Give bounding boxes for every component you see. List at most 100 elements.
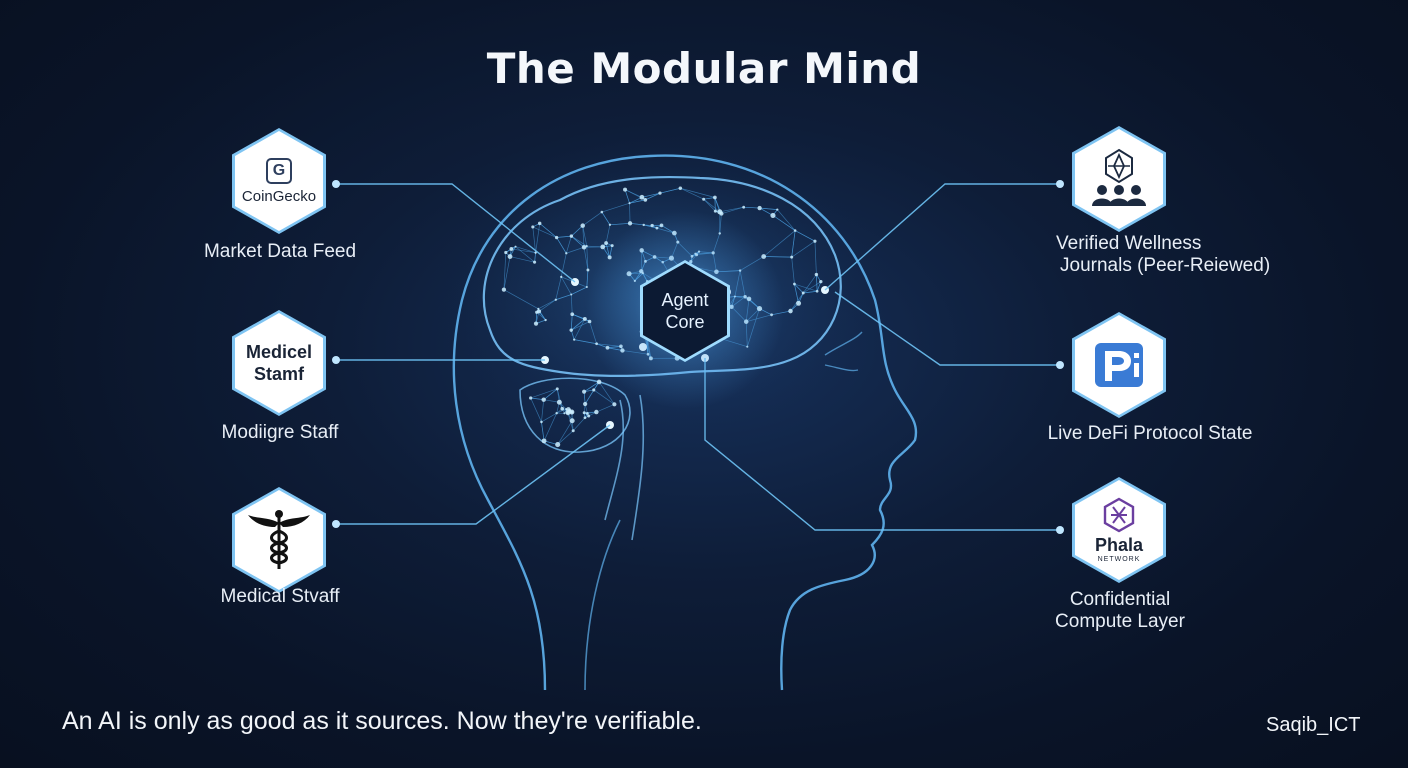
phala-label-line1: Confidential — [1020, 589, 1220, 611]
network-node — [628, 202, 630, 204]
network-node — [802, 292, 805, 295]
agent-core-line2: Core — [665, 311, 704, 333]
modiigre-staff-label: Modiigre Staff — [190, 422, 370, 444]
network-node — [542, 438, 547, 443]
dot-wellness — [1056, 180, 1064, 188]
network-node — [556, 387, 559, 390]
network-node — [560, 407, 564, 411]
network-node — [555, 412, 557, 414]
network-node — [571, 411, 574, 414]
network-edge — [558, 431, 574, 445]
market-data-feed-label: Market Data Feed — [180, 241, 380, 263]
network-node — [819, 280, 822, 283]
network-node — [569, 328, 572, 331]
network-node — [555, 442, 560, 447]
network-node — [757, 206, 761, 210]
network-node — [813, 240, 816, 243]
network-node — [557, 400, 562, 405]
phala-logo-sub: NETWORK — [1098, 556, 1141, 563]
coingecko-logo-icon: G — [266, 158, 292, 184]
defi-protocol-logo-icon — [1091, 337, 1147, 393]
network-node — [702, 198, 705, 201]
network-node — [540, 421, 543, 424]
network-node — [568, 409, 571, 412]
network-node — [582, 390, 586, 394]
network-node — [570, 418, 575, 423]
network-node — [597, 380, 602, 385]
network-node — [609, 224, 611, 226]
medical-staff-logo-line2: Stamf — [254, 363, 304, 385]
network-node — [555, 299, 557, 301]
verified-community-icon — [1084, 144, 1154, 214]
network-node — [794, 229, 797, 232]
network-node — [586, 412, 589, 415]
dot-defi — [1056, 361, 1064, 369]
dot-coingecko — [332, 180, 340, 188]
network-node — [643, 198, 647, 202]
network-node — [612, 402, 616, 406]
network-node — [533, 261, 536, 264]
network-node — [587, 414, 590, 417]
confidential-compute-label: Confidential Compute Layer — [1020, 589, 1220, 633]
network-node — [572, 429, 575, 432]
network-node — [560, 276, 562, 278]
network-node — [679, 187, 682, 190]
coingecko-logo-text: CoinGecko — [242, 188, 316, 205]
network-node — [714, 210, 717, 213]
dot-phala — [1056, 526, 1064, 534]
network-node — [541, 397, 545, 401]
network-node — [538, 222, 541, 225]
network-node — [570, 234, 573, 237]
network-node — [504, 251, 507, 254]
agent-core-line1: Agent — [661, 289, 708, 311]
medical-staff-logo: Medicel Stamf — [235, 313, 323, 413]
dot-medical-text — [332, 356, 340, 364]
network-node — [529, 396, 532, 399]
network-node — [565, 408, 567, 410]
network-node — [502, 288, 506, 292]
network-node — [573, 338, 575, 340]
network-node — [594, 410, 598, 414]
network-node — [583, 411, 586, 414]
network-node — [713, 196, 717, 200]
coingecko-logo: G CoinGecko — [235, 131, 323, 231]
network-node — [776, 209, 778, 211]
agent-core-body: Agent Core — [643, 263, 727, 359]
phala-logo-text: Phala — [1095, 535, 1143, 556]
network-node — [583, 402, 587, 406]
network-node — [537, 309, 541, 313]
network-node — [534, 321, 538, 325]
network-node — [770, 213, 775, 218]
network-node — [537, 308, 539, 310]
wellness-label-line2: Journals (Peer-Reiewed) — [1040, 255, 1280, 277]
network-node — [515, 246, 517, 248]
phala-label-line2: Compute Layer — [1020, 611, 1220, 633]
network-node — [531, 225, 534, 228]
author-credit: Saqib_ICT — [1266, 714, 1361, 737]
footer-tagline: An AI is only as good as it sources. Now… — [62, 707, 702, 736]
network-node — [604, 241, 608, 245]
neck-line — [585, 520, 620, 690]
network-node — [793, 283, 796, 286]
medical-stvaff-label: Medical Stvaff — [190, 586, 370, 608]
network-node — [565, 252, 567, 254]
network-node — [592, 388, 595, 391]
network-node — [586, 268, 589, 271]
network-node — [623, 188, 627, 192]
network-node — [570, 294, 572, 296]
network-node — [584, 416, 587, 419]
network-node — [742, 206, 745, 209]
network-node — [570, 312, 574, 316]
network-node — [815, 273, 818, 276]
wellness-journals-label: Verified Wellness Journals (Peer-Reiewed… — [1040, 233, 1280, 277]
network-edge — [541, 422, 544, 441]
network-node — [640, 195, 645, 200]
phala-logo-icon — [1101, 497, 1137, 533]
network-node — [790, 256, 793, 259]
network-node — [788, 309, 793, 314]
network-node — [509, 247, 513, 251]
network-node — [544, 319, 546, 321]
caduceus-icon — [244, 505, 314, 575]
dot-caduceus — [332, 520, 340, 528]
network-node — [719, 212, 723, 216]
